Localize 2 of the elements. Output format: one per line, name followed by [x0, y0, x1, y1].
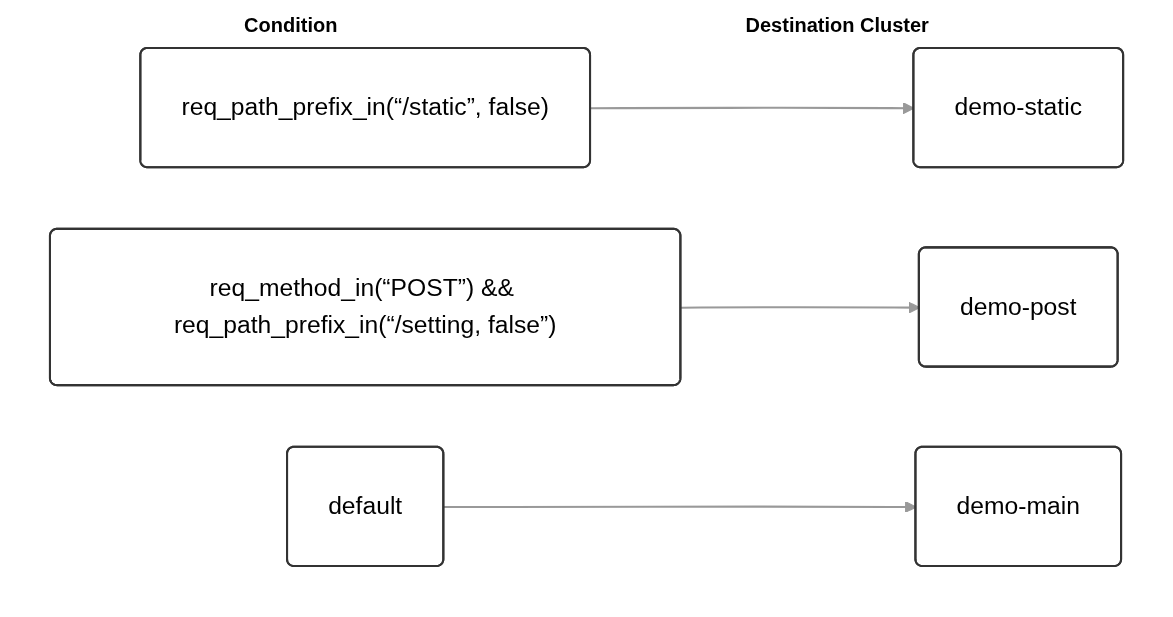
- column-heading: Destination Cluster: [745, 14, 929, 37]
- column-heading: Condition: [244, 14, 338, 37]
